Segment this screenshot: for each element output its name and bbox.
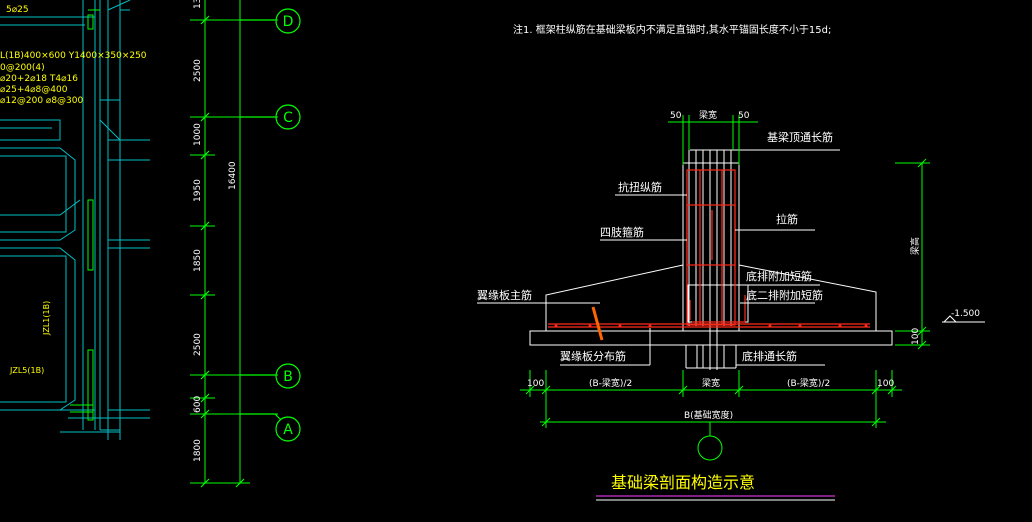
axis-label-b: B <box>283 369 293 385</box>
plan-dim-4: 1950 <box>193 179 203 202</box>
plan-beams <box>0 0 150 440</box>
plan-dim-1: 13 <box>193 0 203 9</box>
label-four-leg-stirrup: 四肢箍筋 <box>600 225 644 239</box>
height-dimension <box>895 158 930 350</box>
beam-height-label: 梁高 <box>909 237 921 255</box>
plan-dimension-lines <box>190 0 278 484</box>
plan-dim-7: 600 <box>193 396 203 413</box>
plan-dim-5: 1850 <box>193 249 203 272</box>
elevation-label: -1.500 <box>951 309 980 319</box>
section-cut-mark <box>591 306 604 341</box>
axis-label-c: C <box>283 110 293 126</box>
plan-dimension-ticks <box>200 15 245 488</box>
label-top-long-rebar: 基梁顶通长筋 <box>767 130 833 144</box>
elevation-marker <box>942 315 985 323</box>
beam-note-4: ⌀20+2⌀18 T4⌀16 <box>0 74 78 84</box>
axis-label-d: D <box>283 14 294 30</box>
beam-note-2: L(1B)400×600 Y1400×350×250 <box>0 51 147 61</box>
foundation-plan-view: 5⌀25 L(1B)400×600 Y1400×350×250 0@200(4)… <box>0 0 301 488</box>
beam-note-1: 5⌀25 <box>6 5 29 15</box>
plan-dim-6: 2500 <box>193 333 203 356</box>
top-dim-mid: 梁宽 <box>699 109 717 121</box>
bottom-dim-1: 100 <box>527 379 544 389</box>
column-rebars <box>688 150 732 370</box>
top-dim-right: 50 <box>738 111 750 121</box>
section-rebars <box>548 169 870 328</box>
slab-thickness-label: 100 <box>911 328 921 345</box>
beam-note-5: ⌀25+4⌀8@400 <box>0 85 68 95</box>
wing-distribution-dots <box>554 324 868 328</box>
top-dim-left: 50 <box>670 111 682 121</box>
label-bottom-long-rebar: 底排通长筋 <box>742 349 797 363</box>
label-tie-bar: 拉筋 <box>776 212 798 226</box>
bottom-dim-2: (B-梁宽)/2 <box>589 377 632 389</box>
section-title: 基础梁剖面构造示意 <box>611 473 755 492</box>
plan-dim-3: 1000 <box>193 123 203 146</box>
section-note: 注1. 框架柱纵筋在基础梁板内不满足直锚时,其水平锚固长度不小于15d; <box>513 23 831 36</box>
label-wing-main-rebar: 翼缘板主筋 <box>477 288 532 302</box>
label-bottom-second-rebar: 底二排附加短筋 <box>746 288 823 302</box>
label-wing-dist-rebar: 翼缘板分布筋 <box>560 349 626 363</box>
plan-dim-2: 2500 <box>193 59 203 82</box>
plan-total-dim: 16400 <box>228 161 238 190</box>
label-bottom-extra-rebar: 底排附加短筋 <box>746 269 812 283</box>
axis-label-a: A <box>283 422 293 438</box>
bottom-dim-3: 梁宽 <box>702 377 720 389</box>
plan-dim-8: 1800 <box>193 439 203 462</box>
beam-note-3: 0@200(4) <box>0 63 45 73</box>
leader-lines <box>477 149 840 366</box>
bottom-dim-5: 100 <box>877 379 894 389</box>
beam-label-jzl1: JZL1(1B) <box>42 301 51 336</box>
top-dimension <box>668 115 758 165</box>
beam-note-6: ⌀12@200 ⌀8@300 <box>0 96 84 106</box>
bottom-dim-4: (B-梁宽)/2 <box>787 377 830 389</box>
beam-section-detail: 注1. 框架柱纵筋在基础梁板内不满足直锚时,其水平锚固长度不小于15d; <box>477 23 985 501</box>
label-torsion-rebar: 抗扭纵筋 <box>618 180 662 194</box>
total-width-label: B(基础宽度) <box>684 409 733 421</box>
bottom-dimensions <box>520 370 902 461</box>
axis-bubbles <box>240 8 301 442</box>
beam-label-jzl5: JZL5(1B) <box>9 366 44 375</box>
plan-columns <box>70 9 100 421</box>
